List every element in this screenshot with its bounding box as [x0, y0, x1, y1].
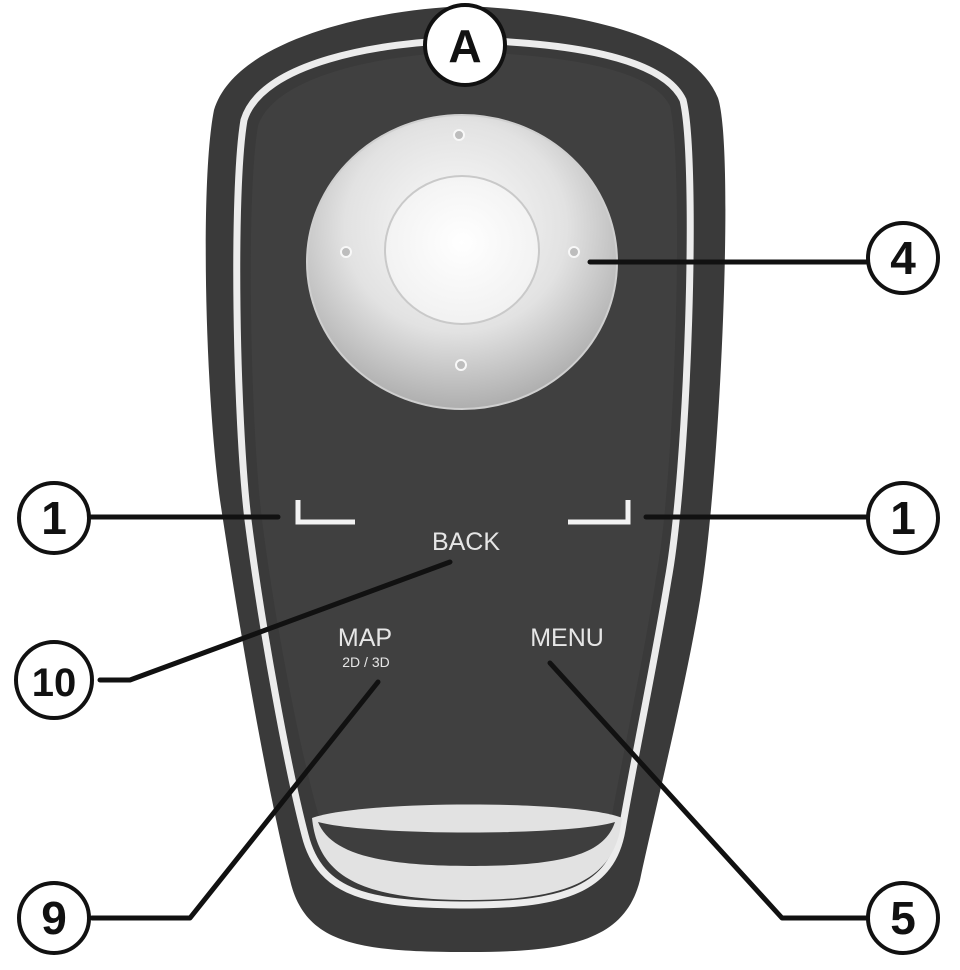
callout-1-left-label: 1 [41, 492, 67, 544]
map-mode-label: 2D / 3D [342, 654, 389, 670]
dpad-right-dot [568, 246, 580, 258]
callout-4: 4 [866, 221, 940, 295]
dpad-down-dot [455, 359, 467, 371]
callout-4-label: 4 [890, 232, 916, 284]
callout-1-left: 1 [17, 481, 91, 555]
callout-10: 10 [14, 640, 94, 720]
leader-menu [547, 660, 871, 921]
dpad-left-dot [340, 246, 352, 258]
callout-1-right-label: 1 [890, 492, 916, 544]
map-button-label[interactable]: MAP [338, 624, 392, 652]
rotary-controller[interactable] [306, 114, 618, 410]
right-shortcut-marker[interactable] [568, 500, 631, 525]
callout-10-label: 10 [32, 661, 77, 705]
leader-map [89, 679, 381, 921]
bottom-face-cap [318, 822, 615, 866]
callout-9-label: 9 [41, 892, 67, 944]
dpad-up-dot [453, 129, 465, 141]
leader-lines [85, 259, 873, 921]
left-shortcut-marker[interactable] [295, 500, 355, 525]
body-outline [233, 36, 694, 909]
callout-a-label: A [448, 20, 481, 72]
back-button-label[interactable]: BACK [432, 528, 500, 556]
callout-a: A [423, 3, 507, 87]
callout-5-label: 5 [890, 892, 916, 944]
callout-5: 5 [866, 881, 940, 955]
callout-9: 9 [17, 881, 91, 955]
leader-back [97, 559, 453, 683]
menu-button-label[interactable]: MENU [530, 624, 604, 652]
callout-1-right: 1 [866, 481, 940, 555]
dpad-center-button[interactable] [384, 175, 540, 325]
